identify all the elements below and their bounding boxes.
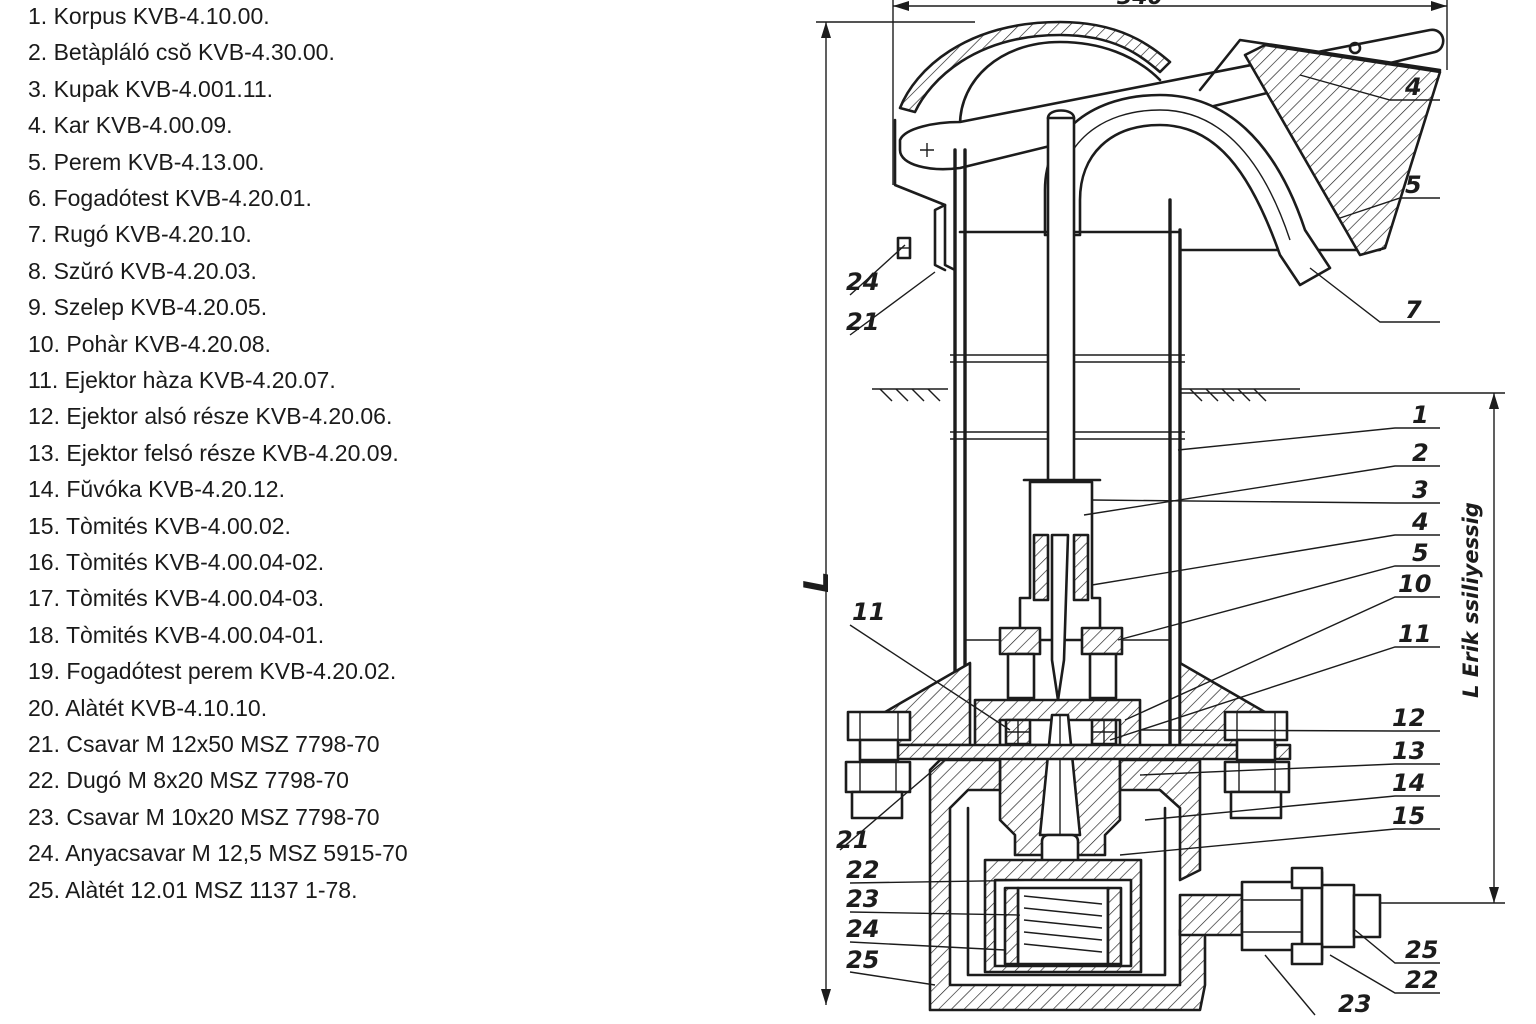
parts-list-item: 10. Pohàr KVB-4.20.08. — [28, 330, 271, 357]
callout-left-23: 23 — [846, 885, 879, 913]
parts-list-item: 23. Csavar M 10x20 MSZ 7798-70 — [28, 803, 380, 830]
hydrant-cross-section-drawing: 340 L L Erik ssiliyessig — [797, 0, 1505, 1018]
callout-right-12: 12 — [1392, 704, 1425, 732]
callout-upper-24: 24 — [846, 268, 879, 296]
callout-right-11: 11 — [1398, 620, 1431, 648]
callout-right-23: 23 — [1338, 990, 1371, 1018]
height-dimension-label: L — [797, 571, 837, 593]
parts-list-item: 14. Fŭvóka KVB-4.20.12. — [28, 476, 285, 503]
callout-left-11: 11 — [852, 598, 885, 626]
callouts-left: 11 21 22 23 24 25 — [836, 598, 885, 974]
parts-list-item: 3. Kupak KVB-4.001.11. — [28, 75, 274, 102]
callout-left-22: 22 — [846, 856, 879, 884]
parts-list-item: 24. Anyacsavar M 12,5 MSZ 5915-70 — [28, 840, 408, 867]
hydrant-body-pipe — [950, 109, 1185, 747]
callout-left-24: 24 — [846, 915, 879, 943]
ground-line — [872, 388, 1300, 402]
callout-right-5: 5 — [1412, 539, 1429, 567]
callout-upper-7: 7 — [1405, 296, 1422, 324]
parts-list-item: 22. Dugó M 8x20 MSZ 7798-70 — [28, 767, 349, 794]
callout-left-21: 21 — [836, 826, 869, 854]
parts-list-item: 5. Perem KVB-4.13.00. — [28, 148, 265, 175]
callout-right-22: 22 — [1405, 966, 1438, 994]
top-dimension-label: 340 — [1117, 0, 1163, 10]
depth-dimension-label: L Erik ssiliyessig — [1459, 502, 1483, 698]
callout-right-2: 2 — [1412, 439, 1429, 467]
callout-right-3: 3 — [1412, 476, 1429, 504]
callout-right-4: 4 — [1411, 508, 1429, 536]
hydrant-head — [893, 20, 1445, 287]
parts-list-item: 17. Tòmités KVB-4.00.04-03. — [28, 585, 325, 612]
parts-list-item: 21. Csavar M 12x50 MSZ 7798-70 — [28, 731, 380, 757]
valve-chamber — [928, 758, 1207, 1012]
callouts-right: 1 2 3 4 5 10 11 12 13 14 15 25 22 23 — [1338, 401, 1438, 1018]
callout-upper-21: 21 — [846, 308, 879, 336]
parts-list-item: 11. Ejektor hàza KVB-4.20.07. — [28, 367, 336, 393]
callouts-upper: 4 5 7 24 21 — [846, 73, 1422, 336]
parts-list-item: 18. Tòmités KVB-4.00.04-01. — [28, 621, 325, 648]
parts-list-item: 12. Ejektor alsó része KVB-4.20.06. — [28, 403, 393, 430]
parts-list-item: 8. Szŭró KVB-4.20.03. — [28, 257, 257, 284]
callout-right-15: 15 — [1392, 802, 1425, 830]
callout-right-14: 14 — [1392, 769, 1425, 797]
ejector-assembly — [973, 626, 1142, 875]
callout-right-25: 25 — [1405, 936, 1438, 964]
parts-list-item: 2. Betàpláló csŏ KVB-4.30.00. — [28, 39, 335, 66]
callout-upper-5: 5 — [1405, 171, 1422, 199]
parts-list-item: 1. Korpus KVB-4.10.00. — [28, 3, 270, 29]
parts-list-item: 15. Tòmités KVB-4.00.02. — [28, 512, 291, 539]
callout-left-25: 25 — [846, 946, 879, 974]
parts-list-item: 25. Alàtét 12.01 MSZ 1137 1-78. — [28, 876, 358, 903]
depth-dimension: L Erik ssiliyessig — [1180, 392, 1505, 904]
parts-list-item: 7. Rugó KVB-4.20.10. — [28, 221, 252, 248]
parts-list-item: 19. Fogadótest perem KVB-4.20.02. — [28, 658, 397, 685]
parts-list-item: 6. Fogadótest KVB-4.20.01. — [28, 185, 312, 211]
callout-upper-4: 4 — [1404, 73, 1422, 101]
drain-valve — [1178, 866, 1382, 966]
parts-list-item: 16. Tòmités KVB-4.00.04-02. — [28, 549, 325, 575]
height-dimension: L — [797, 21, 975, 1005]
parts-list-item: 13. Ejektor felsó része KVB-4.20.09. — [28, 439, 399, 466]
callout-right-1: 1 — [1412, 401, 1429, 429]
parts-list-item: 20. Alàtét KVB-4.10.10. — [28, 694, 268, 721]
callout-right-10: 10 — [1398, 570, 1431, 598]
leader-lines — [839, 74, 1440, 1016]
callout-right-13: 13 — [1392, 737, 1425, 765]
parts-list-item: 4. Kar KVB-4.00.09. — [28, 112, 233, 139]
top-dimension: 340 — [892, 0, 1448, 185]
parts-list-item: 9. Szelep KVB-4.20.05. — [28, 294, 268, 321]
